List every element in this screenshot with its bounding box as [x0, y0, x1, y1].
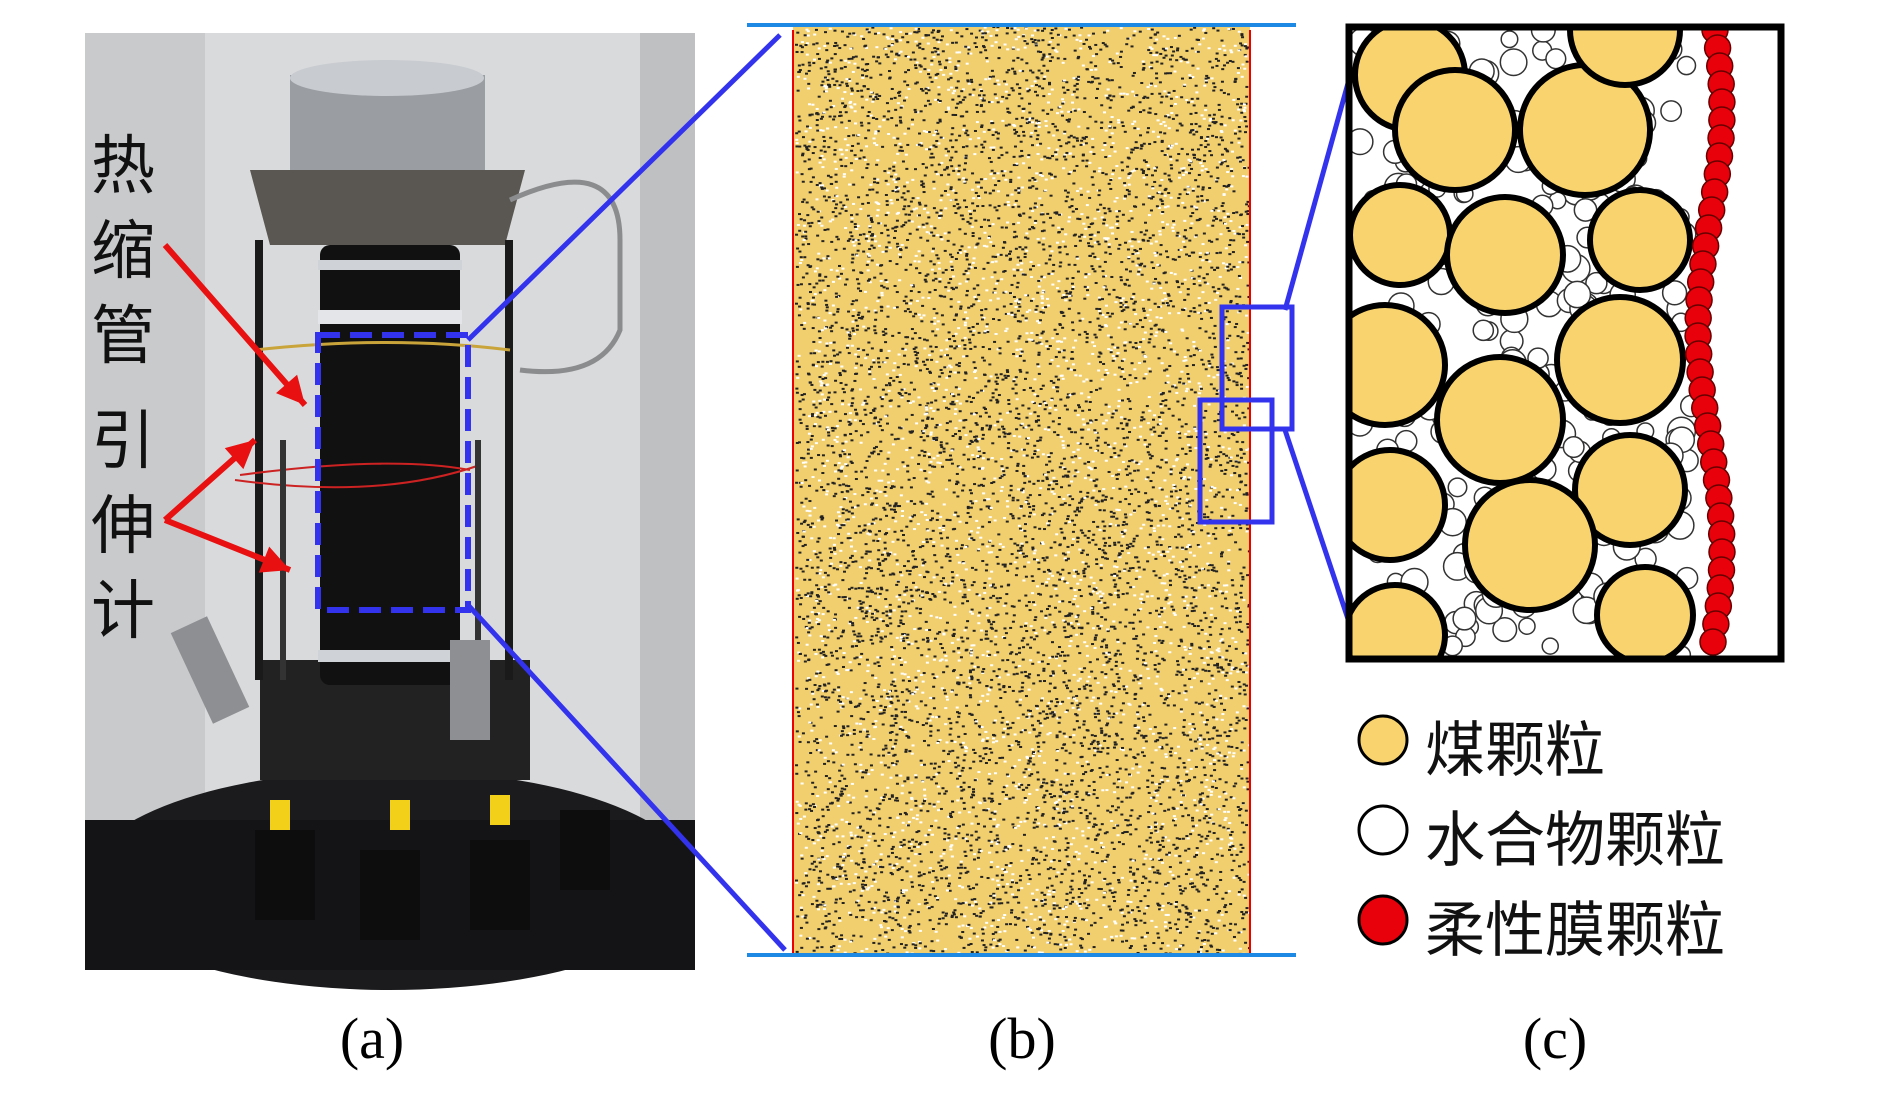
panel-c-label: (c) [1522, 1006, 1588, 1071]
legend-coal-text: 煤颗粒 [1425, 716, 1605, 786]
legend-hydrate-text: 水合物颗粒 [1425, 806, 1725, 876]
coal-particle [1392, 67, 1518, 193]
arrowhead [224, 440, 255, 470]
coal-particle [1444, 194, 1566, 316]
legend-markers [1357, 714, 1409, 946]
zoom-region-box [315, 332, 471, 613]
zoom-box-1 [1219, 304, 1295, 432]
coal-particle [1587, 187, 1693, 293]
arrowhead [258, 546, 290, 573]
panel-b-label: (b) [988, 1006, 1056, 1071]
coal-particle [1434, 354, 1566, 486]
coal-particle [1349, 447, 1448, 563]
arrowhead [276, 374, 305, 405]
coal-particle [1349, 582, 1448, 659]
label-heat-shrink-tube: 热缩管 [91, 130, 155, 374]
coal-particle [1567, 27, 1683, 88]
coal-particle [1554, 294, 1686, 426]
coal-particle [1594, 564, 1696, 659]
coal-particle [1462, 477, 1598, 613]
panel-a-label: (a) [339, 1006, 405, 1071]
annotation-arrows [162, 243, 308, 573]
coal-particle [1349, 182, 1453, 288]
legend-membrane-marker [1357, 894, 1409, 946]
membrane-particle [1699, 628, 1727, 656]
legend-coal-marker [1357, 714, 1409, 766]
legend-hydrate-marker [1357, 804, 1409, 856]
zoom-box-2 [1197, 397, 1275, 525]
arrow [162, 243, 308, 407]
coal-particle [1572, 432, 1688, 548]
coal-particle [1349, 302, 1448, 428]
apparatus-photo [85, 33, 695, 990]
particle-sample [747, 23, 1296, 957]
legend-membrane-text: 柔性膜颗粒 [1425, 896, 1725, 966]
label-extensometer: 引伸计 [91, 405, 155, 649]
particle-zoom [1345, 23, 1785, 663]
